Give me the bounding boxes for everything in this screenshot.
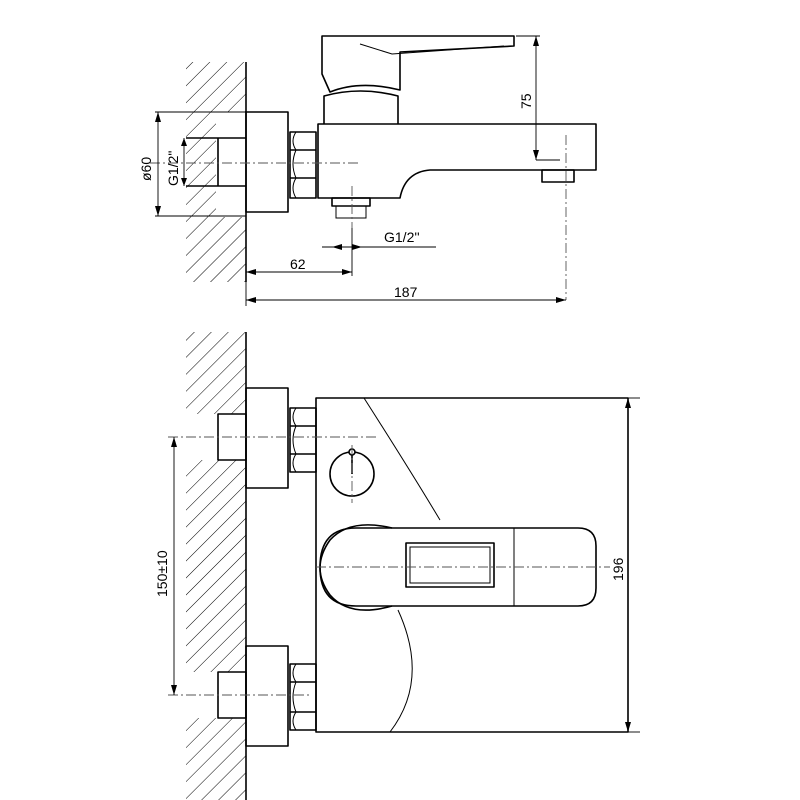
wall-hatch-top [186, 62, 246, 112]
nut-curves [292, 131, 297, 199]
diverter-thread [335, 205, 367, 219]
flange [245, 111, 289, 213]
lower-flange [245, 645, 289, 747]
body-curve [363, 397, 441, 733]
mixer-body-front [315, 397, 629, 733]
wall-pipe [186, 137, 246, 187]
wall-hatch-middle [186, 460, 246, 672]
wall-hatch-pipe [186, 112, 216, 217]
hex-nut [289, 131, 317, 199]
dim-body-width-label: 196 [610, 557, 626, 581]
side-view: ø60 G1/2" 75 G1/2'' 62 187 [138, 35, 597, 306]
dim-thread-wall-label: G1/2" [165, 151, 181, 186]
mixer-body [317, 123, 597, 199]
dim-spout-height-label: 75 [518, 93, 534, 109]
dim-thread-outlet-label: G1/2'' [384, 229, 420, 245]
wall-hatch-upper [186, 332, 246, 414]
wall-hatch-lower [186, 718, 246, 800]
lever-front [319, 527, 597, 607]
dim-spout-reach-label: 187 [394, 284, 418, 300]
dim-diameter-label: ø60 [138, 157, 154, 181]
diverter-collar [331, 197, 371, 207]
lower-hex-nut [289, 663, 317, 731]
spout-aerator [541, 169, 575, 183]
lever-detail [359, 43, 505, 55]
front-view: 150±10 196 [154, 332, 640, 800]
dim-centers-label: 150±10 [154, 550, 170, 597]
lever-inset [405, 542, 495, 588]
lever-handle [321, 35, 515, 93]
dim-inlet-offset-label: 62 [290, 256, 306, 272]
handle-base [323, 90, 399, 124]
wall-hatch-bottom [186, 217, 246, 282]
upper-flange [245, 387, 289, 489]
upper-hex-nut [289, 407, 317, 473]
